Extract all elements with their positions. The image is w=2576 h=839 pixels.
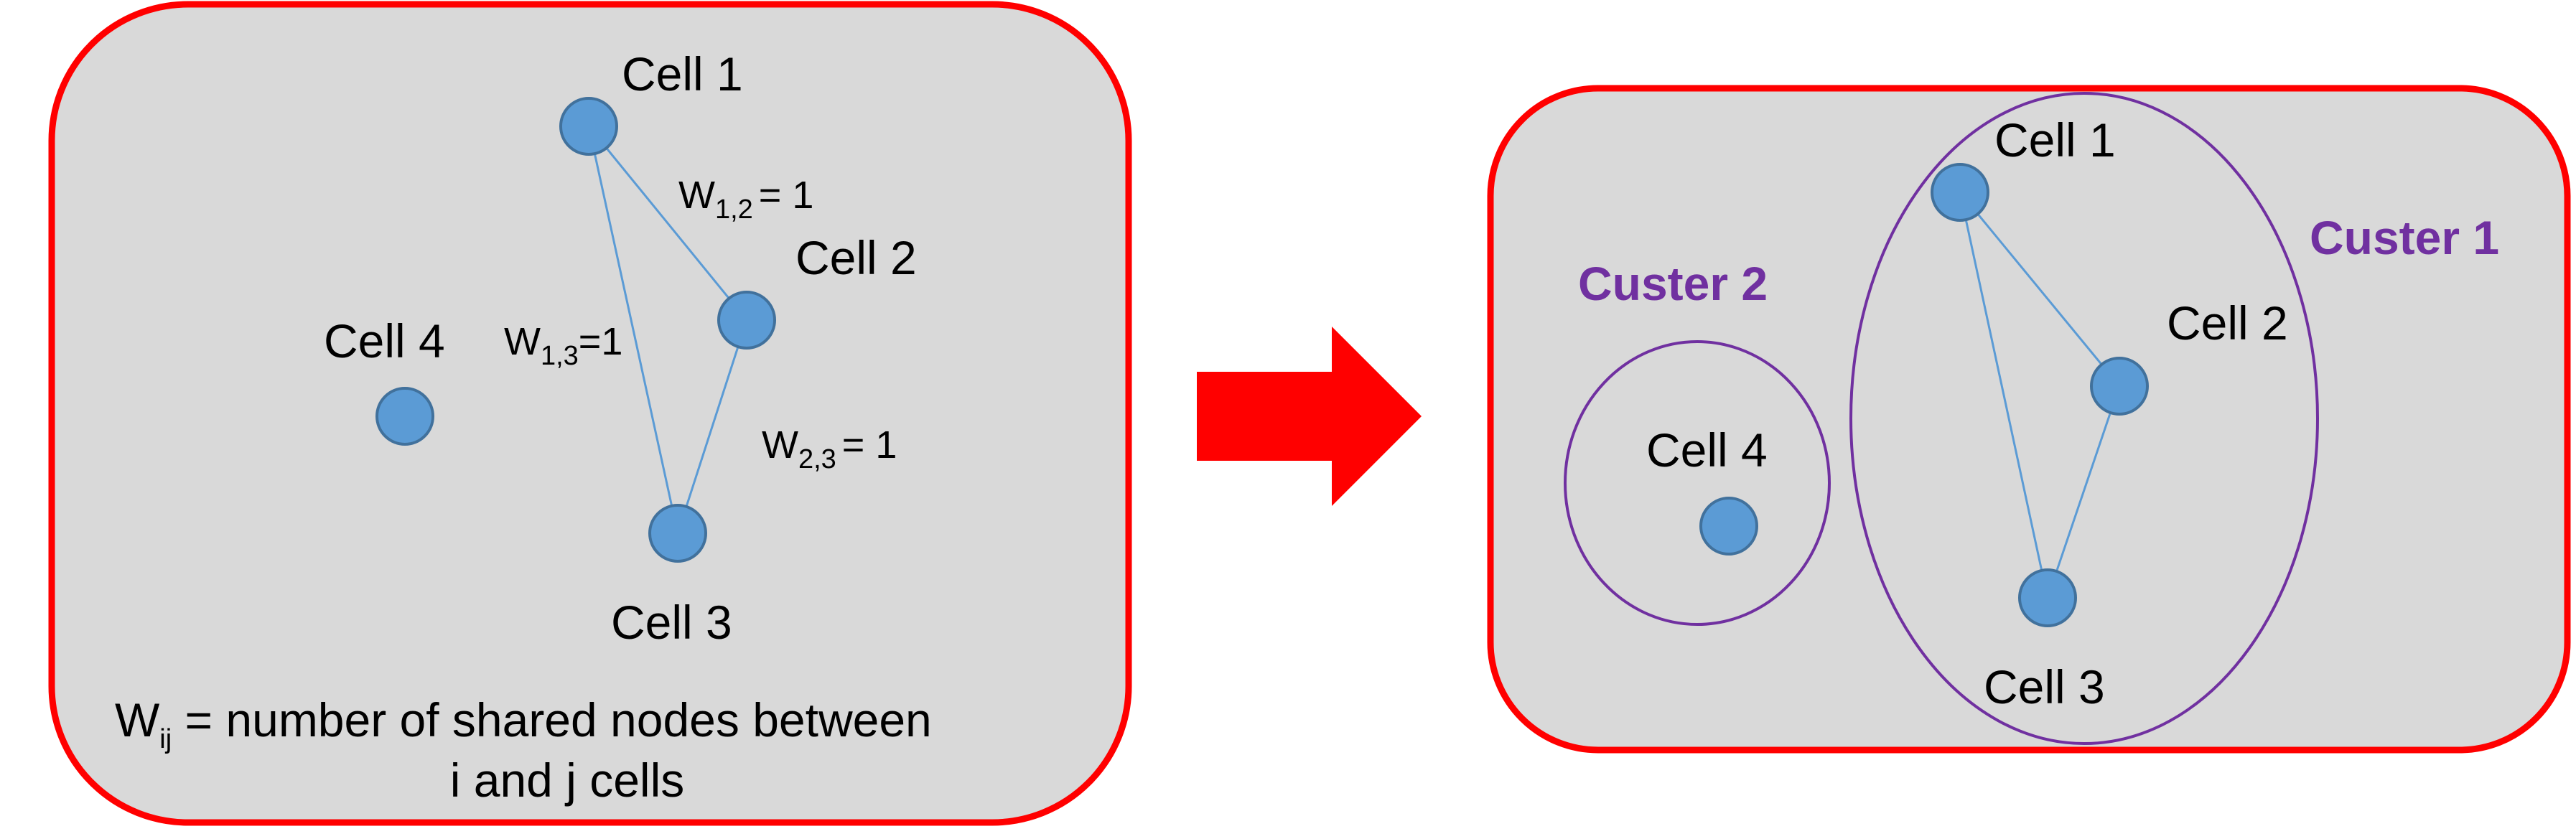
edge-cell2-cell3 (2046, 385, 2121, 599)
node-cell-3 (648, 504, 707, 563)
weight-label-2-3: W2,3= 1 (762, 423, 897, 474)
node-cell-2 (2090, 357, 2149, 416)
weight-definition-line-2: i and j cells (450, 754, 685, 807)
edge-cell1-cell2 (587, 126, 748, 321)
weight-definition-line-1: Wij = number of shared nodes between (115, 693, 932, 754)
edge-cell1-cell2 (1959, 192, 2121, 387)
node-cell-4 (375, 387, 434, 446)
label-cell-4: Cell 4 (324, 314, 445, 367)
left-panel: Cell 1 Cell 2 Cell 3 Cell 4 W1,2= 1 W1,3… (48, 1, 1132, 826)
edge-cell1-cell3 (1959, 192, 2049, 599)
label-cell-1: Cell 1 (622, 47, 743, 100)
edge-cell2-cell3 (676, 319, 748, 534)
node-cell-2 (717, 291, 776, 350)
weight-label-1-3: W1,3=1 (504, 320, 622, 371)
cluster-2-label: Custer 2 (1578, 257, 1768, 310)
cluster-1-ellipse (1849, 92, 2319, 745)
cluster-2-ellipse (1564, 340, 1831, 626)
right-panel: Cell 1 Cell 2 Cell 3 Cell 4 Custer 1 Cus… (1487, 85, 2571, 754)
right-arrow-icon (1197, 327, 1422, 506)
edge-cell1-cell3 (587, 126, 679, 534)
cluster-1-label: Custer 1 (2310, 211, 2499, 264)
node-cell-3 (2018, 568, 2077, 627)
left-panel-frame (48, 1, 1132, 826)
node-cell-1 (559, 97, 618, 156)
weight-label-1-2: W1,2= 1 (678, 174, 813, 225)
label-cell-4: Cell 4 (1646, 423, 1768, 477)
label-cell-2: Cell 2 (795, 231, 917, 284)
label-cell-3: Cell 3 (611, 596, 732, 649)
node-cell-1 (1931, 163, 1989, 222)
node-cell-4 (1699, 497, 1758, 556)
label-cell-3: Cell 3 (1984, 660, 2105, 713)
label-cell-2: Cell 2 (2167, 296, 2288, 350)
label-cell-1: Cell 1 (1994, 113, 2116, 167)
right-panel-frame (1487, 85, 2571, 754)
